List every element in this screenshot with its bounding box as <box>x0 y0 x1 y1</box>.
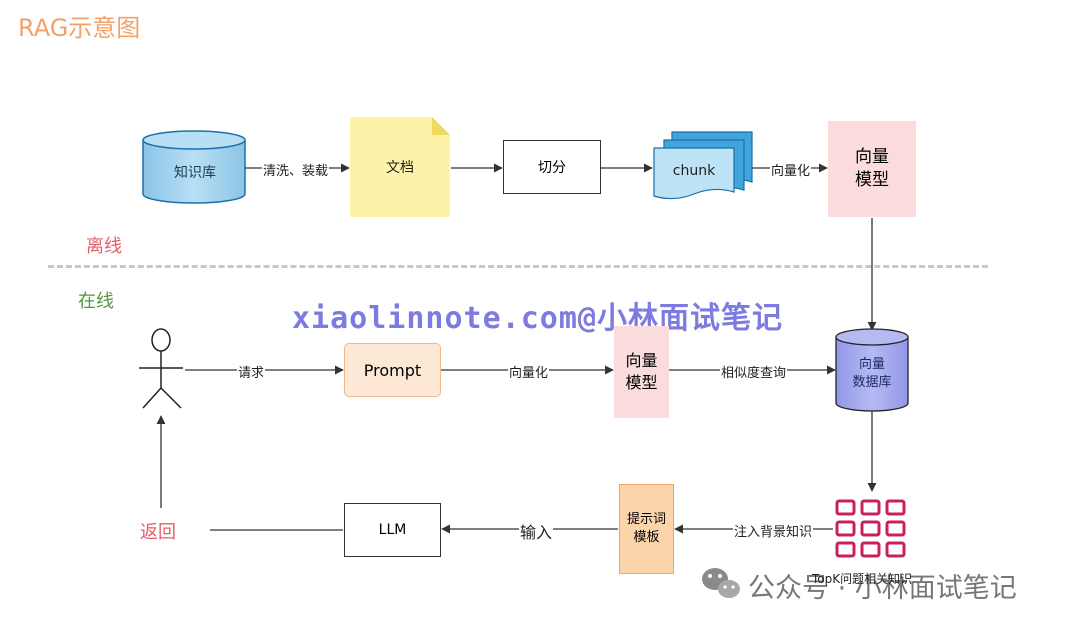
prompt-box: Prompt <box>344 343 441 397</box>
document-fold <box>432 117 450 135</box>
llm-box: LLM <box>344 503 441 557</box>
edge-label-clean-load: 清洗、装载 <box>262 160 330 179</box>
edge-label-similarity-query: 相似度查询 <box>720 362 788 381</box>
vector-model-online: 向量 模型 <box>614 326 669 418</box>
document-shape <box>350 117 450 217</box>
stick-figure-user-icon <box>139 328 183 409</box>
vector-db-cylinder <box>835 328 909 412</box>
edge-label-input: 输入 <box>519 519 554 543</box>
topk-grid-icon <box>835 499 906 558</box>
footer-text: 公众号 · 小林面试笔记 <box>748 573 1017 604</box>
diagram-title: RAG示意图 <box>18 14 141 42</box>
chunk-label: chunk <box>672 163 716 179</box>
knowledge-base-label: 知识库 <box>174 165 216 181</box>
knowledge-base-cylinder <box>142 130 246 204</box>
section-offline-label: 离线 <box>86 236 122 257</box>
prompt-template-box: 提示词 模板 <box>619 484 674 574</box>
wechat-icon <box>702 568 740 598</box>
watermark-text: xiaolinnote.com@小林面试笔记 <box>292 301 783 336</box>
edge-label-inject-knowledge: 注入背景知识 <box>733 521 814 540</box>
section-divider <box>48 265 988 268</box>
edge-label-request: 请求 <box>237 362 266 381</box>
return-label: 返回 <box>140 522 176 543</box>
topk-label: TopK问题相关知识 <box>812 572 913 586</box>
edge-label-vectorize-offline: 向量化 <box>770 160 812 179</box>
chunk-stack <box>653 131 753 200</box>
document-label: 文档 <box>386 160 414 176</box>
vector-model-offline: 向量 模型 <box>828 121 916 217</box>
edge-label-vectorize-online: 向量化 <box>508 362 550 381</box>
section-online-label: 在线 <box>78 291 114 312</box>
split-box: 切分 <box>503 140 601 194</box>
vector-db-label: 向量 数据库 <box>852 357 892 390</box>
